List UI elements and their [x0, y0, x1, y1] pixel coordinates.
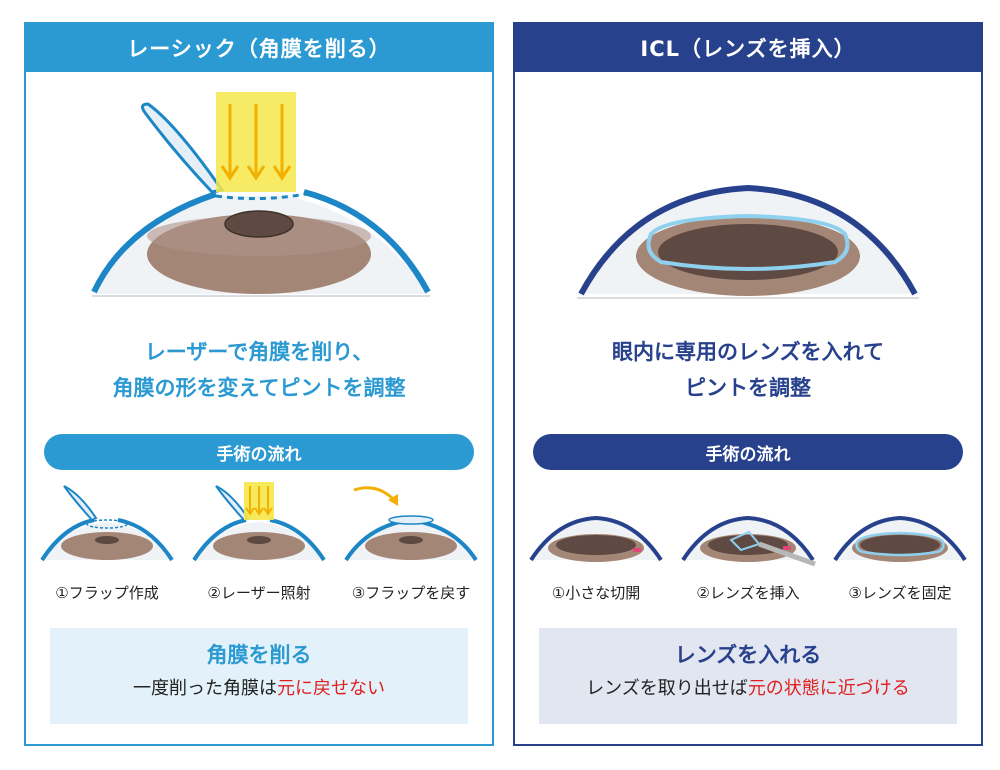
icl-summary-highlight: 元の状態に近づける: [747, 678, 910, 699]
icl-panel: ICL（レンズを挿入） 眼内に専用のレンズを入れて ピントを調整 手術の流れ ①…: [513, 22, 983, 746]
icl-panel-title: ICL（レンズを挿入）: [515, 24, 981, 72]
icl-steps: ①小さな切開 ②レンズを挿入 ③レンズを固定: [523, 480, 973, 610]
pupil: [658, 224, 838, 280]
cornea: [578, 184, 918, 296]
icl-summary-box: レンズを入れる レンズを取り出せば元の状態に近づける: [539, 628, 957, 724]
lasik-step-laser: ②レーザー照射: [186, 480, 332, 610]
pupil: [224, 210, 294, 238]
icl-description-line2: ピントを調整: [685, 376, 811, 400]
icl-eye-illustration: [515, 84, 981, 314]
cornea-right: [303, 189, 431, 294]
icl-summary-text: レンズを取り出せば元の状態に近づける: [539, 672, 957, 706]
cornea-left: [91, 191, 217, 294]
icl-step-3-label: ③レンズを固定: [848, 584, 952, 602]
icl-step-1-label: ①小さな切開: [551, 584, 641, 602]
icl-description-line1: 眼内に専用のレンズを入れて: [612, 340, 884, 364]
lasik-step-1-label: ①フラップ作成: [55, 584, 159, 602]
lasik-summary-title: 角膜を削る: [206, 643, 312, 667]
icl-step-fix: ③レンズを固定: [827, 480, 973, 610]
lasik-panel-title: レーシック（角膜を削る）: [26, 24, 492, 72]
lasik-summary-plain: 一度削った角膜は: [133, 678, 277, 699]
laser-irradiation-illustration: [192, 482, 326, 562]
lasik-eye-illustration: [26, 84, 492, 314]
lasik-summary-text: 一度削った角膜は元に戻せない: [50, 672, 468, 706]
lasik-steps: ①フラップ作成 ②レーザー照射: [34, 480, 484, 610]
lasik-step-replace: ③フラップを戻す: [338, 480, 484, 610]
icl-summary-title: レンズを入れる: [674, 643, 822, 667]
lasik-step-2-label: ②レーザー照射: [207, 584, 311, 602]
laser-arrows: [220, 104, 292, 181]
flap-cut-line: [215, 192, 307, 201]
lasik-summary-highlight: 元に戻せない: [277, 678, 385, 699]
lasik-description: レーザーで角膜を削り、 角膜の形を変えてピントを調整: [26, 334, 492, 406]
icl-description: 眼内に専用のレンズを入れて ピントを調整: [515, 334, 981, 406]
flap-replace-illustration: [344, 486, 478, 562]
icl-step-incision: ①小さな切開: [523, 480, 669, 610]
icl-flow-title: 手術の流れ: [533, 434, 963, 470]
lasik-eye-diagram: [91, 92, 431, 297]
incision-illustration: [529, 515, 663, 562]
lasik-step-flap: ①フラップ作成: [34, 480, 180, 610]
icl-step-insert: ②レンズを挿入: [675, 480, 821, 610]
lasik-flow-title: 手術の流れ: [44, 434, 474, 470]
lasik-step-3-label: ③フラップを戻す: [351, 584, 471, 602]
lens-insertion-illustration: [681, 515, 816, 567]
icl-step-2-label: ②レンズを挿入: [696, 584, 800, 602]
icl-eye-diagram: [577, 184, 919, 299]
flap-creation-illustration: [40, 485, 174, 562]
icl-lens: [646, 213, 850, 271]
lens-fixation-illustration: [833, 515, 967, 562]
lasik-description-line2: 角膜の形を変えてピントを調整: [112, 376, 406, 400]
icl-summary-plain: レンズを取り出せば: [586, 678, 748, 699]
lasik-panel: レーシック（角膜を削る） レー: [24, 22, 494, 746]
lasik-summary-box: 角膜を削る 一度削った角膜は元に戻せない: [50, 628, 468, 724]
lasik-description-line1: レーザーで角膜を削り、: [144, 340, 374, 364]
corneal-flap: [141, 102, 225, 194]
